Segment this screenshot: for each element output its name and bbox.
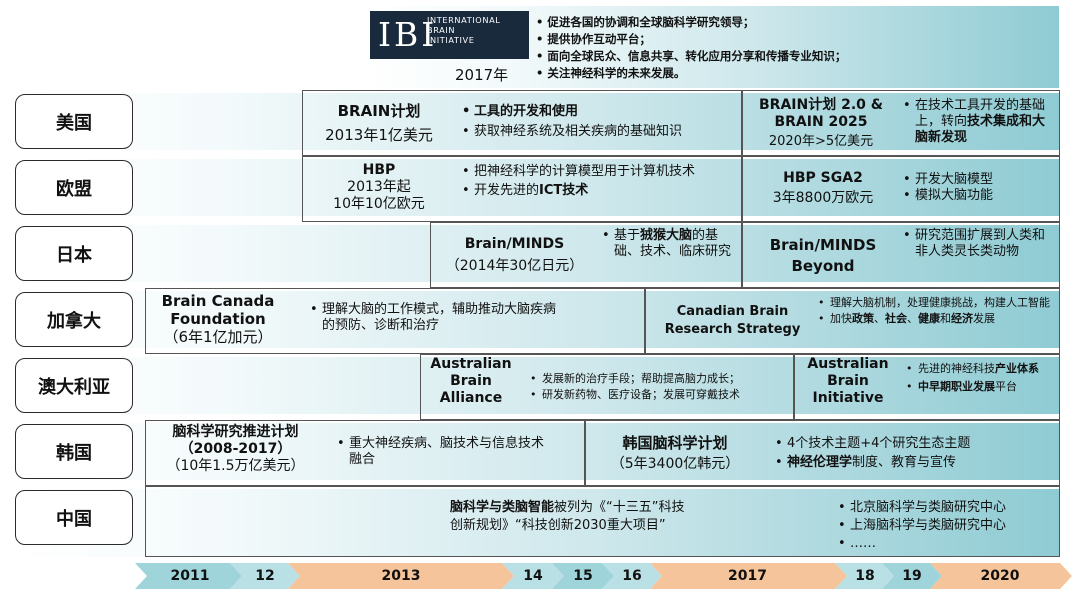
country-ca: 加拿大 (15, 292, 133, 347)
jp-beyond-bullet: 研究范围扩展到人类和非人类灵长类动物 (903, 228, 1055, 260)
ibi-year: 2017年 (455, 66, 509, 84)
timeline-year: 14 (523, 568, 543, 584)
country-au: 澳大利亚 (15, 358, 133, 413)
au-initiative-title: Australian Brain Initiative (807, 356, 889, 406)
country-kr: 韩国 (15, 424, 133, 479)
kr-plan-box (145, 420, 585, 486)
timeline-year: 12 (255, 568, 275, 584)
ca-foundation-bullet: 理解大脑的工作模式，辅助推动大脑疾病的预防、诊断和治疗 (310, 302, 556, 334)
timeline: 2011 12 2013 14 15 16 2017 18 19 2020 (130, 563, 1080, 589)
ca-strategy-bullets: 理解大脑机制，处理健康挑战，构建人工智能 加快政策、社会、健康和经济发展 (818, 296, 1056, 326)
row-band-us (12, 93, 1060, 150)
kr-brain-box (585, 420, 1060, 486)
ca-strategy-title: Canadian Brain Research Strategy (664, 304, 801, 337)
cn-bullets: 北京脑科学与类脑研究中心 上海脑科学与类脑研究中心 …… (838, 500, 1056, 552)
jp-beyond-box (742, 222, 1060, 288)
timeline-year: 16 (622, 568, 642, 584)
au-alliance-bullets: 发展新的治疗手段；帮助提高脑力成长； 研发新药物、医疗设备；发展可穿戴技术 (530, 372, 792, 402)
eu-hbp-box (302, 156, 742, 222)
us-brain-bullets: 工具的开发和使用 获取神经系统及相关疾病的基础知识 (462, 104, 740, 140)
us-brain2-box (742, 90, 1060, 156)
timeline-year: 19 (902, 568, 922, 584)
ca-strategy-box (645, 288, 1060, 354)
timeline-year: 2013 (381, 568, 421, 584)
us-brain2-title: BRAIN计划 2.0 & BRAIN 2025 2020年>5亿美元 (759, 97, 883, 149)
us-brain2-bullet: 在技术工具开发的基础上，转向技术集成和大脑新发现 (903, 98, 1055, 146)
kr-brain-bullets: 4个技术主题+4个研究生态主题 神经伦理学制度、教育与宣传 (775, 436, 1057, 471)
country-jp: 日本 (15, 226, 133, 281)
au-alliance-title: Australian Brain Alliance (430, 356, 512, 406)
jp-minds-title: Brain/MINDS （2014年30亿日元） (445, 236, 584, 274)
eu-sga2-title: HBP SGA2 3年8800万欧元 (772, 170, 874, 206)
au-initiative-bullets: 先进的神经科技产业体系 中早期职业发展平台 (906, 362, 1056, 394)
jp-minds-bullet: 基于狨猴大脑的基础、技术、临床研究 (602, 228, 738, 260)
us-brain-box (302, 90, 742, 156)
ca-foundation-box (145, 288, 645, 354)
us-brain-title: BRAIN计划 2013年1亿美元 (325, 102, 433, 144)
au-initiative-box (794, 354, 1060, 420)
eu-hbp-bullets: 把神经科学的计算模型用于计算机技术 开发先进的ICT技术 (462, 164, 737, 199)
timeline-year: 2017 (728, 568, 767, 584)
cn-box (145, 486, 1060, 557)
kr-brain-title: 韩国脑科学计划 （5年3400亿韩元） (610, 434, 740, 472)
eu-sga2-bullets: 开发大脑模型 模拟大脑功能 (903, 172, 1055, 204)
row-band-jp (12, 225, 1060, 282)
cn-text: 脑科学与类脑智能被列为《“十三五”科技 创新规划》“科技创新2030重大项目” (450, 500, 685, 533)
ibi-bullets: 促进各国的协调和全球脑科学研究领导； 提供协作互动平台； 面向全球民众、信息共享… (536, 14, 846, 82)
eu-sga2-box (742, 156, 1060, 222)
country-us: 美国 (15, 94, 133, 149)
timeline-year: 2020 (980, 568, 1020, 584)
timeline-year: 2011 (170, 568, 210, 584)
jp-beyond-title: Brain/MINDS Beyond (769, 236, 877, 275)
au-alliance-box (420, 354, 794, 420)
timeline-year: 15 (573, 568, 593, 584)
logo-initials: IBI (378, 15, 438, 54)
kr-plan-title: 脑科学研究推进计划 （2008-2017） （10年1.5万亿美元） (166, 424, 305, 474)
ca-foundation-title: Brain Canada Foundation （6年1亿加元） (161, 292, 275, 346)
eu-hbp-title: HBP 2013年起 10年10亿欧元 (333, 162, 425, 212)
country-cn: 中国 (15, 490, 133, 545)
timeline-year: 18 (855, 568, 875, 584)
jp-minds-box (430, 222, 742, 288)
timeline-arrows (135, 563, 1072, 589)
country-eu: 欧盟 (15, 160, 133, 215)
kr-plan-bullet: 重大神经疾病、脑技术与信息技术融合 (337, 436, 547, 468)
